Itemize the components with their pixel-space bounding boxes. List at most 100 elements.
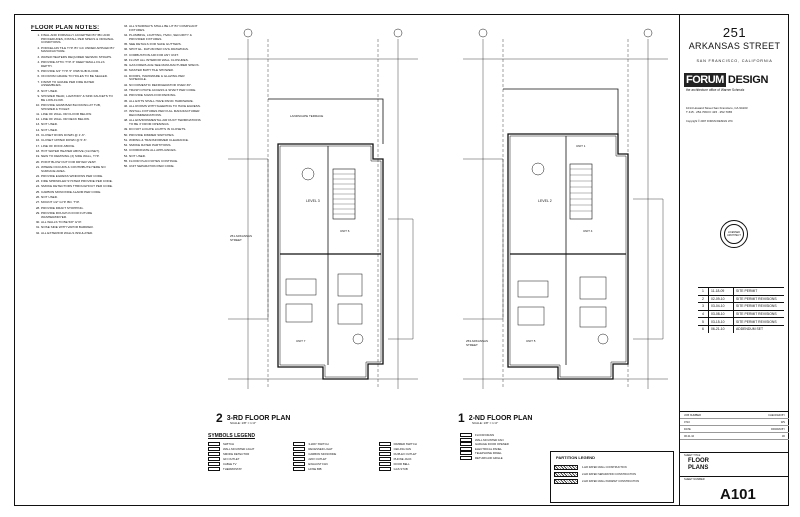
stamp-text: LICENSED ARCHITECT [727, 231, 741, 237]
plan-label: UNIT 7 [296, 339, 306, 343]
legend-symbol-icon [378, 462, 391, 466]
notes-list-1: FINAL AND FORMALLY ACCEPTED BY IBC AND P… [31, 33, 115, 235]
legend-symbol-icon [378, 457, 391, 461]
legend-item: DIMMER SWITCH [378, 442, 458, 446]
legend-item-label: CARBON MONOXIDE [308, 452, 337, 456]
legend-symbol-icon [378, 452, 391, 456]
legend-title: SYMBOLS LEGEND [208, 433, 255, 439]
revision-date: 03-08-10 [709, 310, 734, 318]
partition-label: 1-HR RATED WALL CONSTRUCTION [582, 466, 627, 469]
note-item: NO DOMESTIC REFRIGERATOR OVER 36". [129, 83, 203, 88]
revision-description: SITE PERMIT REVISIONS [736, 296, 777, 301]
address-number: 251 [722, 25, 747, 40]
note-item: PROVIDE EGRESS WINDOWS PER CODE. [41, 174, 115, 179]
note-item: ALL ENVIRONMENTAL AIR DUCT TERMINATIONS … [129, 118, 203, 126]
sheet-number-label: SHEET NUMBER [684, 478, 705, 481]
revision-date: 11-18-09 [709, 288, 734, 295]
info-key: 0710 [684, 420, 690, 424]
note-item: PROVIDE ATTIC TYP. 6" DEEP SMALL FILLS D… [41, 60, 115, 68]
partition-legend: PARTITION LEGEND 1-HR RATED WALL CONSTRU… [550, 451, 674, 503]
left-plan [228, 39, 418, 389]
legend-item: GAS STUB [378, 467, 458, 471]
plan-scale: SCALE: 1/8" = 1'-0" [230, 421, 257, 425]
logo-forum: FORUM [684, 73, 726, 87]
plan-label: UNIT 5 [526, 339, 536, 343]
note-item: FINISH TO GRADE PER FIRE RATED ASSEMBLIE… [41, 80, 115, 88]
legend-item: EXHAUST FAN [293, 462, 372, 466]
legend-item: 220V OUTLET [293, 457, 372, 461]
project-address: 251 ARKANSAS STREET SAN FRANCISCO, CALIF… [680, 25, 789, 63]
legend-item-label: GFI OUTLET [223, 457, 240, 461]
legend-symbol-icon [460, 442, 472, 447]
drawing-sheet: FLOOR PLAN NOTES: FINAL AND FORMALLY ACC… [14, 14, 789, 506]
legend-item-label: WALL MOUNTED LIGHT [223, 447, 255, 451]
plan-label: LANDSCAPE TERRACE [290, 114, 324, 118]
note-item: SPOT EL. DATUM PER CIVIL DRAWINGS. [129, 48, 203, 52]
legend-item-label: EXHAUST FAN [308, 462, 328, 466]
legend-symbol-icon [293, 467, 306, 471]
legend-item: WALL MOUNTED FAN [460, 437, 550, 443]
note-item: MOUNT 1/2" GYP. BD. TYP. [41, 201, 115, 205]
plan-title-text: 2-ND FLOOR PLAN [468, 414, 533, 422]
partition-hatch-icon [554, 479, 578, 484]
revision-description: ADDENDUM SET [736, 327, 764, 332]
note-item: FINAL AND FORMALLY ACCEPTED BY IBC AND P… [41, 33, 115, 45]
floor-plan-notes: FLOOR PLAN NOTES: FINAL AND FORMALLY ACC… [31, 25, 203, 499]
legend-item: DOOR BELL [378, 462, 458, 466]
legend-symbol-icon [460, 455, 472, 460]
info-key: 06.21.10 [684, 434, 695, 438]
note-item: PLUMBING, LIGHTING, HVAC, SECURITY & PRO… [129, 33, 203, 41]
note-item: CLOSET UPPER DOWN @ 5'-6". [41, 139, 115, 143]
note-item: WIRING & TRANSFORMER CLEARANCE. [129, 138, 203, 143]
note-item: NOT USED. [41, 195, 115, 200]
legend-item: ELECTRICAL PANEL [460, 446, 550, 452]
note-item: LINE OF ROOF ABOVE. [41, 144, 115, 149]
legend-item: RECESSED LIGHT [293, 447, 372, 451]
revision-number: 4 [698, 310, 709, 318]
plan-number: 1 [458, 411, 465, 425]
sheet-title-line-1: FLOOR [688, 458, 709, 464]
partition-hatch-icon [554, 465, 578, 470]
note-item: NOT USED. [129, 154, 203, 159]
legend-symbol-icon [208, 467, 220, 471]
legend-item-label: THERMOSTAT [223, 467, 242, 471]
legend-item: FLOOR DRAIN [460, 433, 550, 438]
note-item: MASTER BATH TILE SHOWER. [129, 69, 203, 73]
legend-symbol-icon [460, 437, 472, 442]
legend-item: TELEPHONE PANEL [460, 451, 550, 456]
legend-item: PHONE JACK [378, 457, 458, 461]
legend-item-label: HOSE BIB [308, 467, 322, 471]
plan-title-text: 3-RD FLOOR PLAN [226, 414, 291, 422]
note-item: SHOWER HEAD, LAVATORY & SINK FAUCETS TO … [41, 94, 115, 102]
info-key: DATE [684, 427, 691, 431]
note-item: LINE OF WALL OR FLOOR BELOW. [41, 112, 115, 117]
note-item: FLOOR PLAN NOTES CONTINUE. [129, 159, 203, 164]
plan-label: UNIT 6 [340, 229, 350, 233]
firm-tagline: the architecture office of Warner Schmal… [686, 88, 745, 92]
note-item: NOT USED. [41, 128, 115, 133]
floor-plans: LEVEL 3 251 ARKANSAS STREET LANDSCAPE TE… [208, 19, 676, 425]
revision-date: 06-21-10 [709, 325, 734, 333]
legend-item: 3-WAY SWITCH [293, 442, 372, 446]
legend-item: GARAGE DOOR OPENER [460, 442, 550, 447]
note-item: GAS FIREPLACE SEE MANUFACTURER SPECS. [129, 63, 203, 68]
partition-label: 2-HR RATED WALL PARAPET CONSTRUCTION [582, 480, 640, 483]
partition-hatch-icon [554, 472, 578, 477]
legend-symbol-icon [378, 447, 391, 451]
note-item: WHERE OCCURS & CONTRIBUTE HERE NO SURFAC… [41, 165, 115, 173]
firm-phone: T 415 . 252.7063 F 415 . 252.7065 [686, 110, 733, 114]
architect-stamp: LICENSED ARCHITECT [720, 220, 748, 248]
legend-symbol-icon [208, 442, 220, 446]
plan-label: 253 ARKANSAS STREET [466, 339, 489, 347]
legend-item: CEILING FAN [378, 447, 458, 451]
revision-description: SITE PERMIT REVISIONS [736, 304, 777, 309]
revision-date: 02-09-10 [709, 295, 734, 303]
